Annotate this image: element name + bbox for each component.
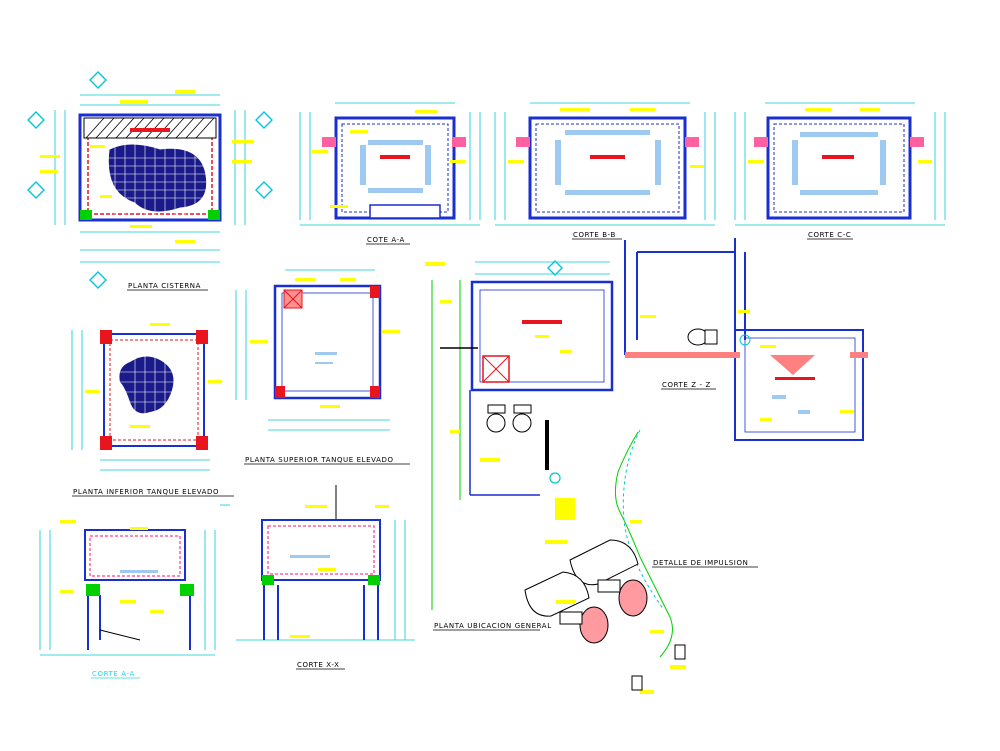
axis-marker	[27, 181, 45, 199]
planta-superior-label: PLANTA SUPERIOR TANQUE ELEVADO	[245, 456, 394, 464]
corte-aa-label: COTE A-A	[367, 236, 405, 244]
planta-ubicacion-view: PLANTA UBICACION GENERAL	[425, 260, 614, 631]
planta-cisterna-label: PLANTA CISTERNA	[128, 282, 201, 290]
corte-cc-label: CORTE C-C	[808, 231, 851, 239]
axis-marker	[89, 71, 107, 89]
planta-ubicacion-label: PLANTA UBICACION GENERAL	[434, 622, 552, 630]
corte-xx-label: CORTE X-X	[297, 661, 340, 669]
detalle-impulsion-view: DETALLE DE IMPULSION	[524, 429, 758, 694]
planta-inferior-view: PLANTA INFERIOR TANQUE ELEVADO	[71, 323, 234, 497]
corte-bb-label: CORTE B-B	[573, 231, 616, 239]
axis-marker	[89, 271, 107, 289]
corte-xx-view: CORTE X-X	[220, 485, 415, 670]
axis-marker	[255, 181, 273, 199]
planta-cisterna-view: PLANTA CISTERNA	[27, 71, 273, 291]
corte-aa-bottom-label: CORTE A-A	[92, 670, 135, 678]
corte-zz-view: CORTE Z - Z	[624, 238, 868, 441]
axis-marker	[27, 111, 45, 129]
corte-aa-bottom-view: CORTE A-A	[39, 520, 216, 679]
planta-superior-view: PLANTA SUPERIOR TANQUE ELEVADO	[235, 269, 410, 465]
detalle-impulsion-label: DETALLE DE IMPULSION	[653, 559, 748, 567]
corte-bb-view: CORTE B-B	[494, 102, 716, 240]
corte-aa-view: COTE A-A	[299, 102, 481, 245]
corte-cc-view: CORTE C-C	[734, 102, 946, 240]
planta-inferior-label: PLANTA INFERIOR TANQUE ELEVADO	[73, 488, 219, 496]
axis-marker	[255, 111, 273, 129]
corte-zz-label: CORTE Z - Z	[662, 381, 711, 389]
